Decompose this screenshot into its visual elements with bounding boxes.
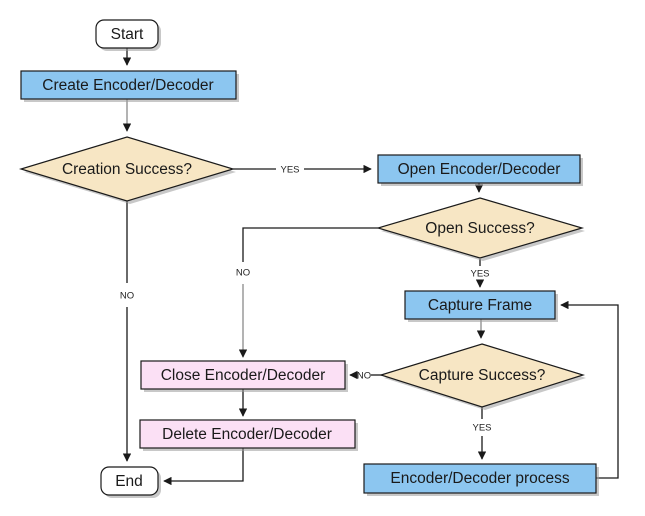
edge-label-no-capture: NO (357, 371, 371, 382)
node-label-open-encoder-decoder: Open Encoder/Decoder (398, 161, 561, 178)
node-close-encoder-decoder[interactable]: Close Encoder/Decoder (140, 360, 348, 392)
edge-label-yes-open: YES (470, 269, 489, 280)
node-capture-success-decision[interactable]: Capture Success? (378, 343, 586, 410)
node-delete-encoder-decoder[interactable]: Delete Encoder/Decoder (139, 419, 358, 451)
node-label-encoder-decoder-process: Encoder/Decoder process (390, 470, 569, 487)
node-label-close-encoder-decoder: Close Encoder/Decoder (161, 367, 326, 384)
edge-capture-success-yes-to-process: YES (472, 407, 492, 460)
node-label-open-success: Open Success? (425, 220, 535, 237)
edge-capture-success-no-to-close: NO (349, 371, 382, 382)
node-capture-frame[interactable]: Capture Frame (404, 290, 558, 322)
edge-delete-to-end (163, 448, 244, 486)
node-label-start: Start (111, 26, 144, 43)
edge-label-yes-creation: YES (280, 165, 299, 176)
node-creation-success-decision[interactable]: Creation Success? (18, 136, 236, 204)
edge-creation-success-no-to-end: NO (120, 201, 134, 462)
node-end[interactable]: End (100, 466, 161, 498)
node-encoder-decoder-process[interactable]: Encoder/Decoder process (363, 463, 599, 496)
edge-label-no-open: NO (236, 268, 250, 279)
node-label-create-encoder-decoder: Create Encoder/Decoder (42, 77, 213, 94)
node-open-encoder-decoder[interactable]: Open Encoder/Decoder (377, 154, 583, 186)
edge-creation-success-yes-to-open: YES (233, 165, 372, 176)
edge-open-success-yes-to-capture: YES (470, 259, 490, 288)
node-label-capture-frame: Capture Frame (428, 297, 532, 314)
node-label-creation-success: Creation Success? (62, 161, 192, 178)
edge-label-no-creation: NO (120, 291, 134, 302)
node-label-end: End (115, 473, 143, 490)
edge-label-yes-capture: YES (472, 423, 491, 434)
node-open-success-decision[interactable]: Open Success? (375, 197, 585, 261)
node-label-delete-encoder-decoder: Delete Encoder/Decoder (162, 426, 332, 443)
node-label-capture-success: Capture Success? (419, 367, 546, 384)
edge-process-loop-to-capture (560, 300, 619, 479)
edge-open-success-no-to-close: NO (236, 227, 378, 358)
node-start[interactable]: Start (95, 19, 161, 51)
node-create-encoder-decoder[interactable]: Create Encoder/Decoder (20, 70, 239, 102)
